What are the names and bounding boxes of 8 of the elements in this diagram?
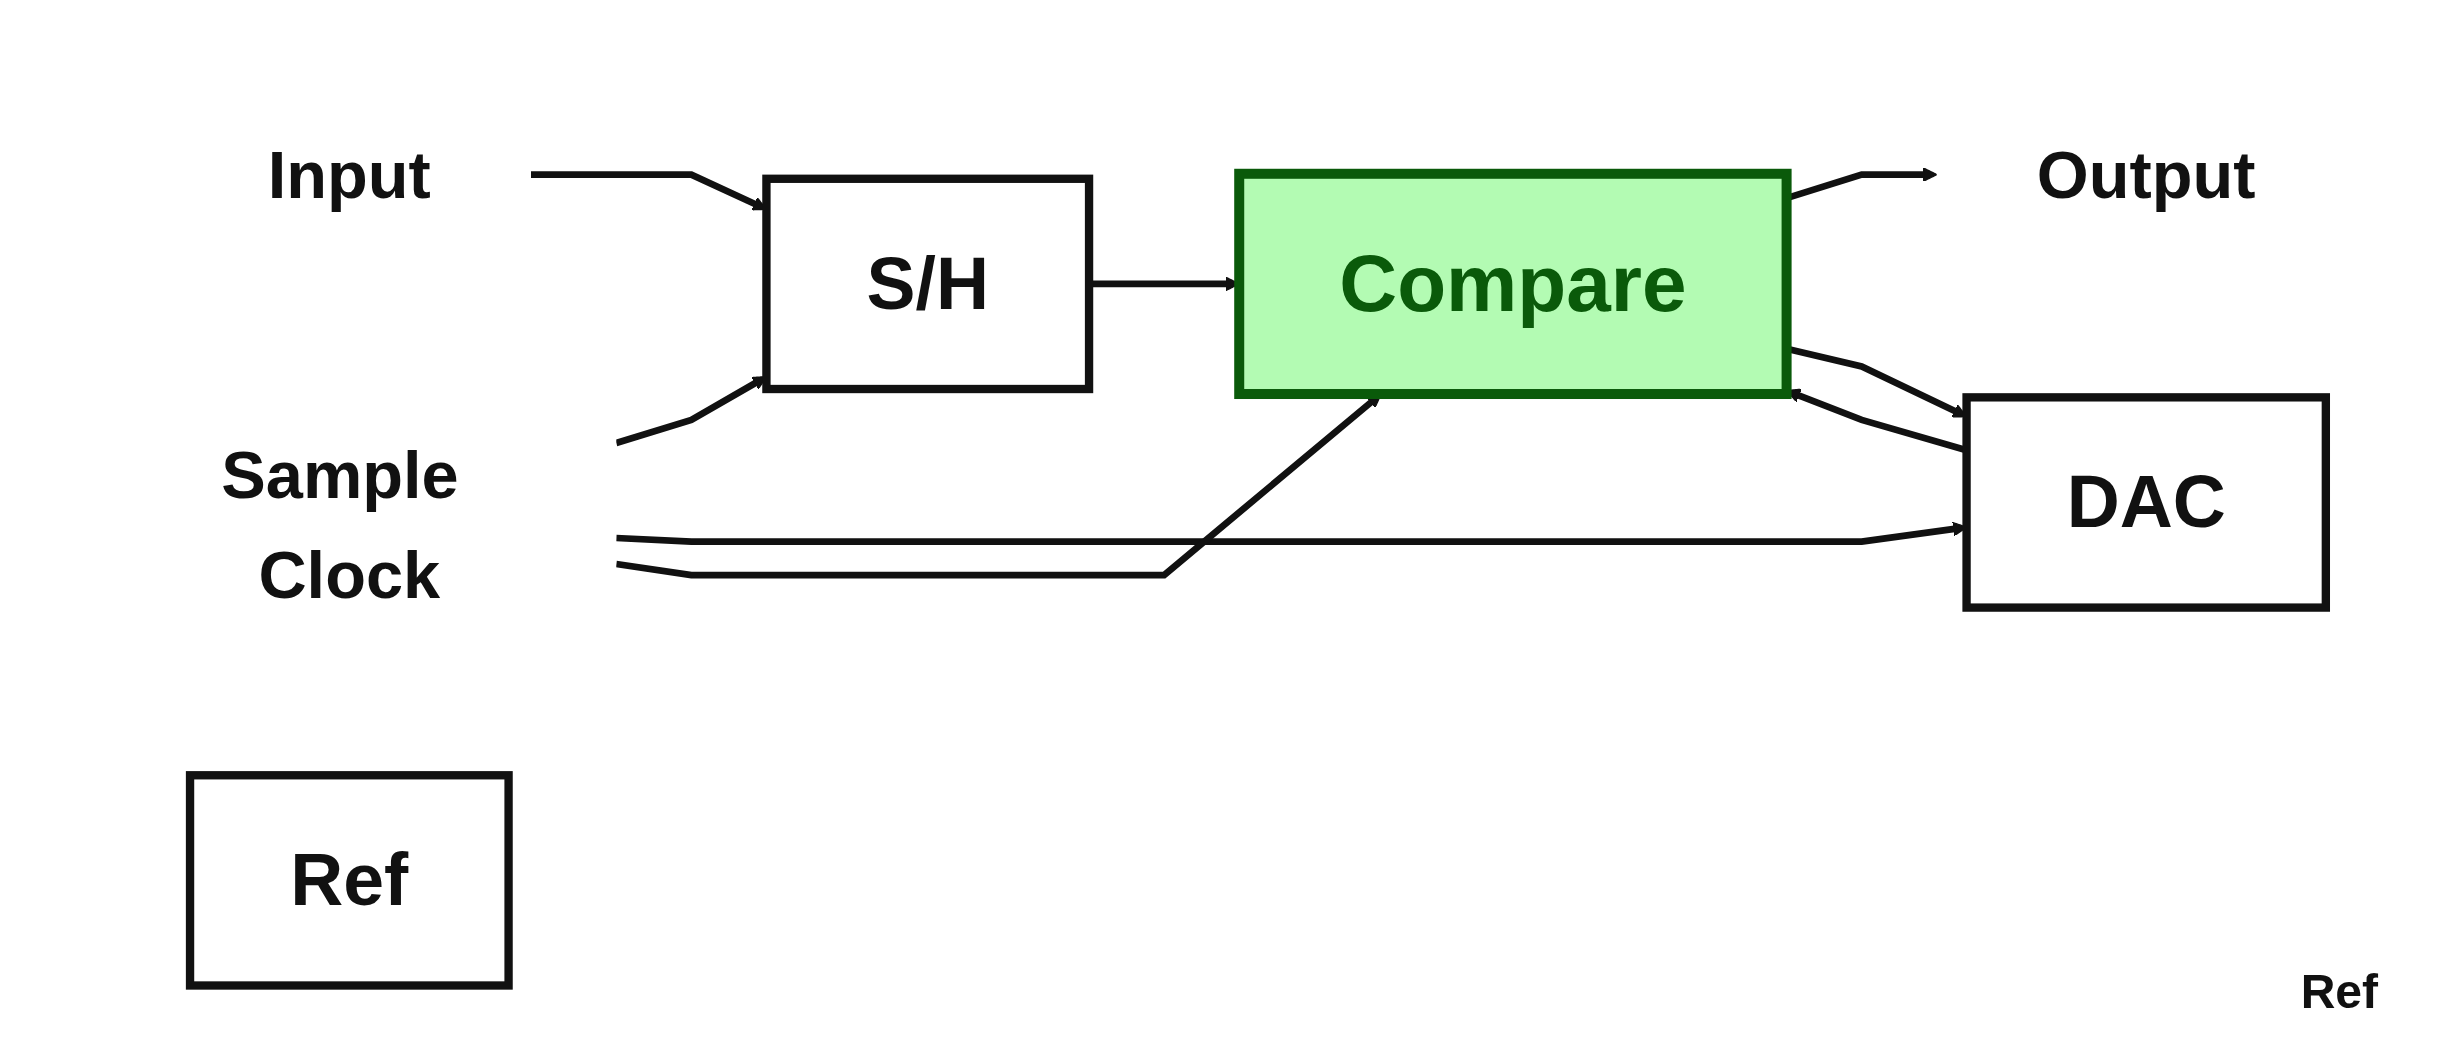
node-box: DAC: [1962, 392, 2330, 612]
node-text: Input: [267, 137, 431, 211]
node-text: Output: [2036, 137, 2256, 211]
node-box: Ref: [185, 770, 513, 990]
node-box: S/H: [762, 174, 1094, 393]
node-box: Compare: [1234, 168, 1792, 399]
node-text: Sample Clock: [221, 437, 459, 612]
ref-label: Ref: [2300, 964, 2378, 1019]
